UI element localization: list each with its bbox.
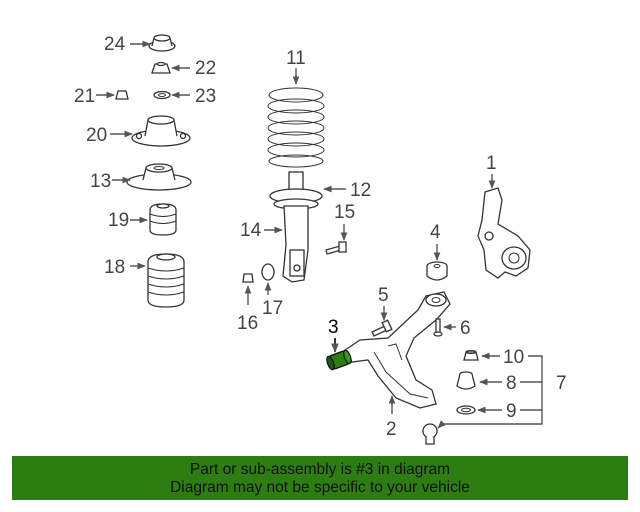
part-10-nut[interactable] — [463, 350, 479, 361]
callout-12[interactable]: 12 — [323, 180, 371, 201]
part-5-bolt[interactable] — [371, 319, 393, 337]
svg-text:4: 4 — [430, 222, 441, 243]
svg-text:12: 12 — [350, 180, 371, 201]
part-18-dust-boot[interactable] — [147, 253, 185, 308]
part-17-clip[interactable] — [261, 263, 275, 281]
part-20-strut-mount[interactable] — [131, 115, 191, 147]
part-19-bump-stop[interactable] — [149, 203, 177, 236]
svg-text:17: 17 — [262, 298, 283, 319]
svg-text:11: 11 — [286, 48, 306, 69]
part-1-knuckle[interactable] — [477, 187, 531, 279]
callout-8[interactable]: 8 — [479, 373, 517, 394]
callout-7[interactable]: 7 — [437, 355, 567, 429]
svg-text:19: 19 — [108, 210, 129, 231]
part-9-ring[interactable] — [456, 405, 476, 415]
callout-20[interactable]: 20 — [86, 125, 133, 146]
part-8-boot[interactable] — [456, 371, 476, 390]
callout-5[interactable]: 5 — [378, 285, 389, 321]
callout-23[interactable]: 23 — [171, 86, 216, 107]
part-21-nut[interactable] — [115, 90, 129, 100]
svg-text:21: 21 — [74, 86, 95, 107]
callout-15[interactable]: 15 — [334, 202, 355, 241]
callout-21[interactable]: 21 — [74, 86, 115, 107]
callout-11[interactable]: 11 — [286, 48, 306, 85]
part-15-bolt[interactable] — [325, 241, 347, 255]
callout-10[interactable]: 10 — [481, 347, 524, 368]
svg-text:18: 18 — [104, 257, 125, 278]
svg-text:3: 3 — [328, 317, 339, 338]
svg-text:23: 23 — [195, 86, 216, 107]
callout-14[interactable]: 14 — [240, 220, 283, 241]
callout-6[interactable]: 6 — [443, 318, 471, 339]
svg-text:15: 15 — [334, 202, 355, 223]
svg-text:16: 16 — [237, 313, 258, 334]
part-2-control-arm[interactable] — [344, 291, 451, 409]
svg-text:14: 14 — [240, 220, 262, 241]
svg-text:13: 13 — [90, 171, 111, 192]
part-6-bolt[interactable] — [433, 318, 443, 337]
callout-19[interactable]: 19 — [108, 210, 148, 231]
svg-text:7: 7 — [556, 373, 567, 394]
part-22-nut[interactable] — [151, 61, 171, 74]
callout-16[interactable]: 16 — [237, 285, 258, 334]
svg-text:2: 2 — [386, 419, 397, 440]
callout-22[interactable]: 22 — [171, 58, 216, 79]
info-banner: Part or sub-assembly is #3 in diagram Di… — [12, 456, 628, 500]
svg-text:5: 5 — [378, 285, 389, 306]
svg-text:1: 1 — [486, 153, 497, 174]
part-14-strut[interactable] — [269, 171, 323, 283]
svg-text:22: 22 — [195, 58, 216, 79]
banner-line-1: Part or sub-assembly is #3 in diagram — [189, 461, 451, 478]
part-24-cap[interactable] — [148, 34, 176, 52]
callout-18[interactable]: 18 — [104, 257, 146, 278]
parts-diagram: 24 22 21 23 20 — [74, 34, 567, 445]
svg-text:24: 24 — [104, 34, 126, 55]
part-7-ball-joint[interactable] — [422, 423, 438, 445]
svg-text:8: 8 — [506, 373, 517, 394]
callout-24[interactable]: 24 — [104, 34, 151, 55]
svg-text:9: 9 — [506, 401, 517, 422]
svg-text:20: 20 — [86, 125, 107, 146]
callout-17[interactable]: 17 — [262, 282, 283, 319]
callout-9[interactable]: 9 — [477, 401, 517, 422]
callout-4[interactable]: 4 — [430, 222, 441, 261]
callout-13[interactable]: 13 — [90, 171, 131, 192]
banner-line-2: Diagram may not be specific to your vehi… — [170, 479, 470, 496]
part-11-coil-spring[interactable] — [267, 87, 325, 168]
part-16-nut[interactable] — [242, 273, 254, 283]
part-4-bushing[interactable] — [426, 261, 448, 281]
callout-2[interactable]: 2 — [386, 395, 397, 440]
part-23-washer[interactable] — [153, 90, 171, 100]
svg-text:10: 10 — [503, 347, 524, 368]
part-13-bearing[interactable] — [126, 163, 192, 191]
callout-3[interactable]: 3 — [328, 317, 339, 353]
callout-1[interactable]: 1 — [486, 153, 497, 189]
part-3-bushing[interactable] — [325, 349, 352, 371]
svg-text:6: 6 — [460, 318, 471, 339]
